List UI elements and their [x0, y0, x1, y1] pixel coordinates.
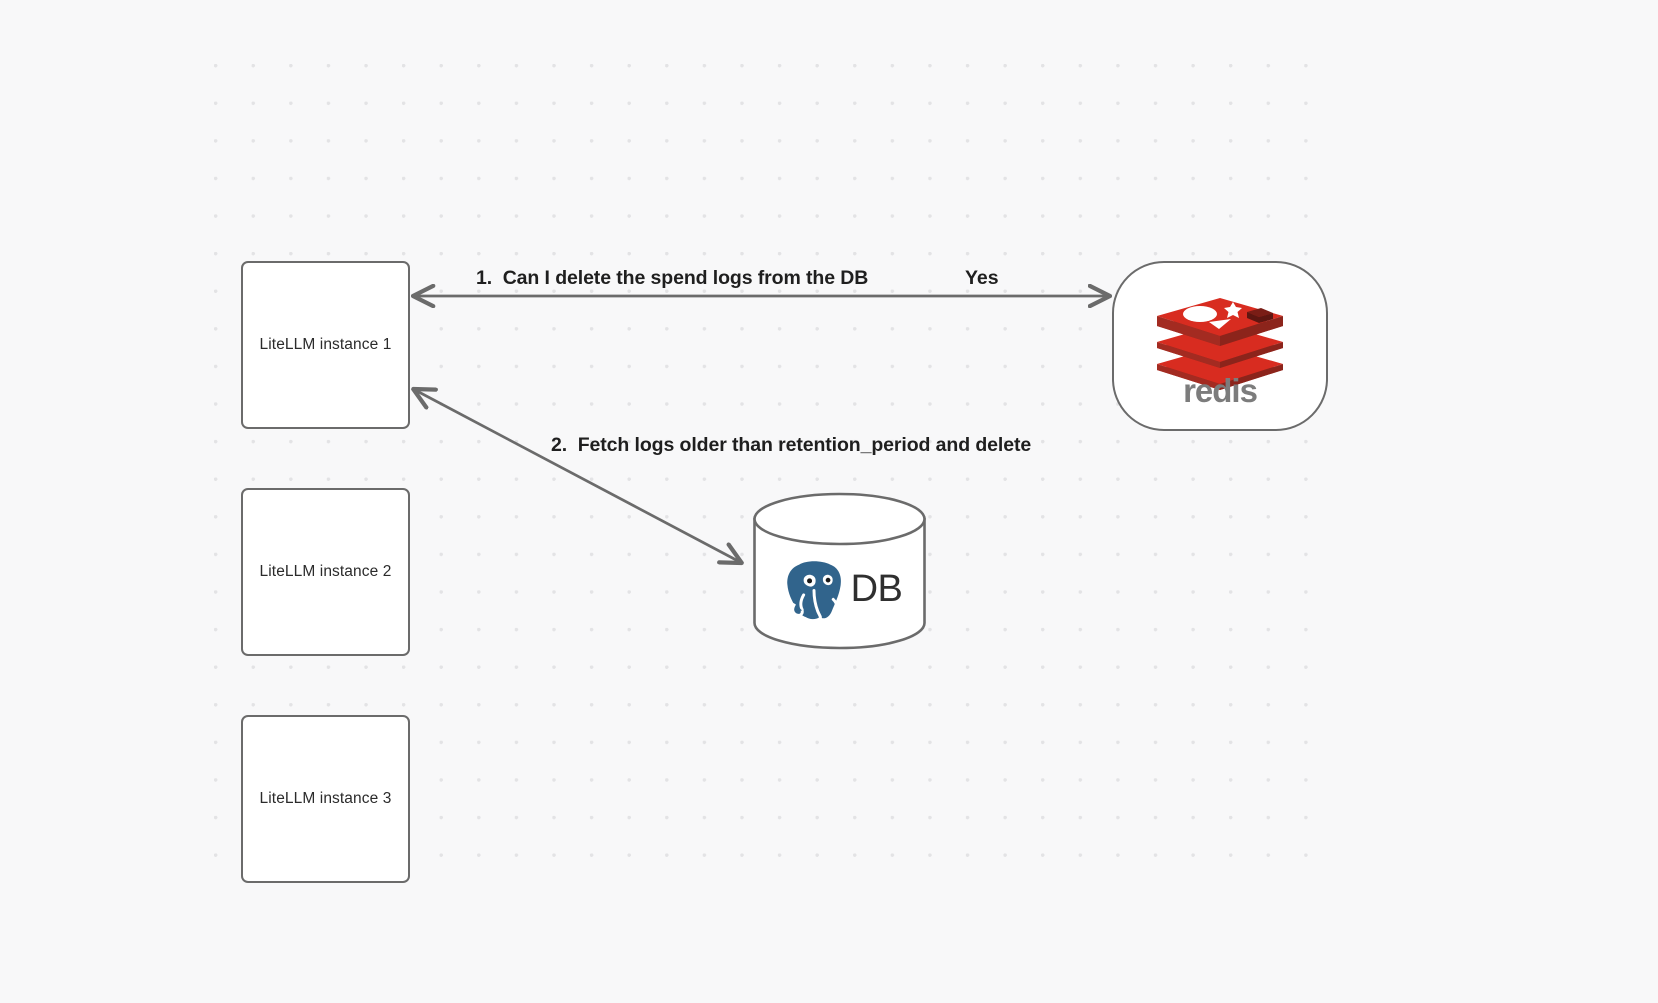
edge-label-question: 1. Can I delete the spend logs from the … [476, 267, 869, 289]
node-label: LiteLLM instance 2 [259, 563, 392, 580]
node-litellm-instance-2[interactable]: LiteLLM instance 2 [241, 488, 410, 656]
edge-label-fetch-delete: 2. Fetch logs older than retention_perio… [551, 434, 1032, 456]
database-logo-group: DB [752, 544, 927, 634]
node-label: LiteLLM instance 1 [259, 336, 392, 353]
edge-instance1-database [415, 390, 740, 562]
node-label: LiteLLM instance 3 [259, 790, 392, 807]
node-litellm-instance-1[interactable]: LiteLLM instance 1 [241, 261, 410, 429]
postgresql-elephant-icon [783, 558, 844, 623]
node-database[interactable]: DB [752, 492, 927, 650]
node-redis[interactable]: redis [1112, 261, 1328, 431]
edge-label-answer: Yes [965, 267, 999, 289]
database-label: DB [850, 568, 903, 610]
svg-text:redis: redis [1183, 372, 1257, 406]
redis-logo-icon: redis [1157, 298, 1283, 406]
node-litellm-instance-3[interactable]: LiteLLM instance 3 [241, 715, 410, 883]
